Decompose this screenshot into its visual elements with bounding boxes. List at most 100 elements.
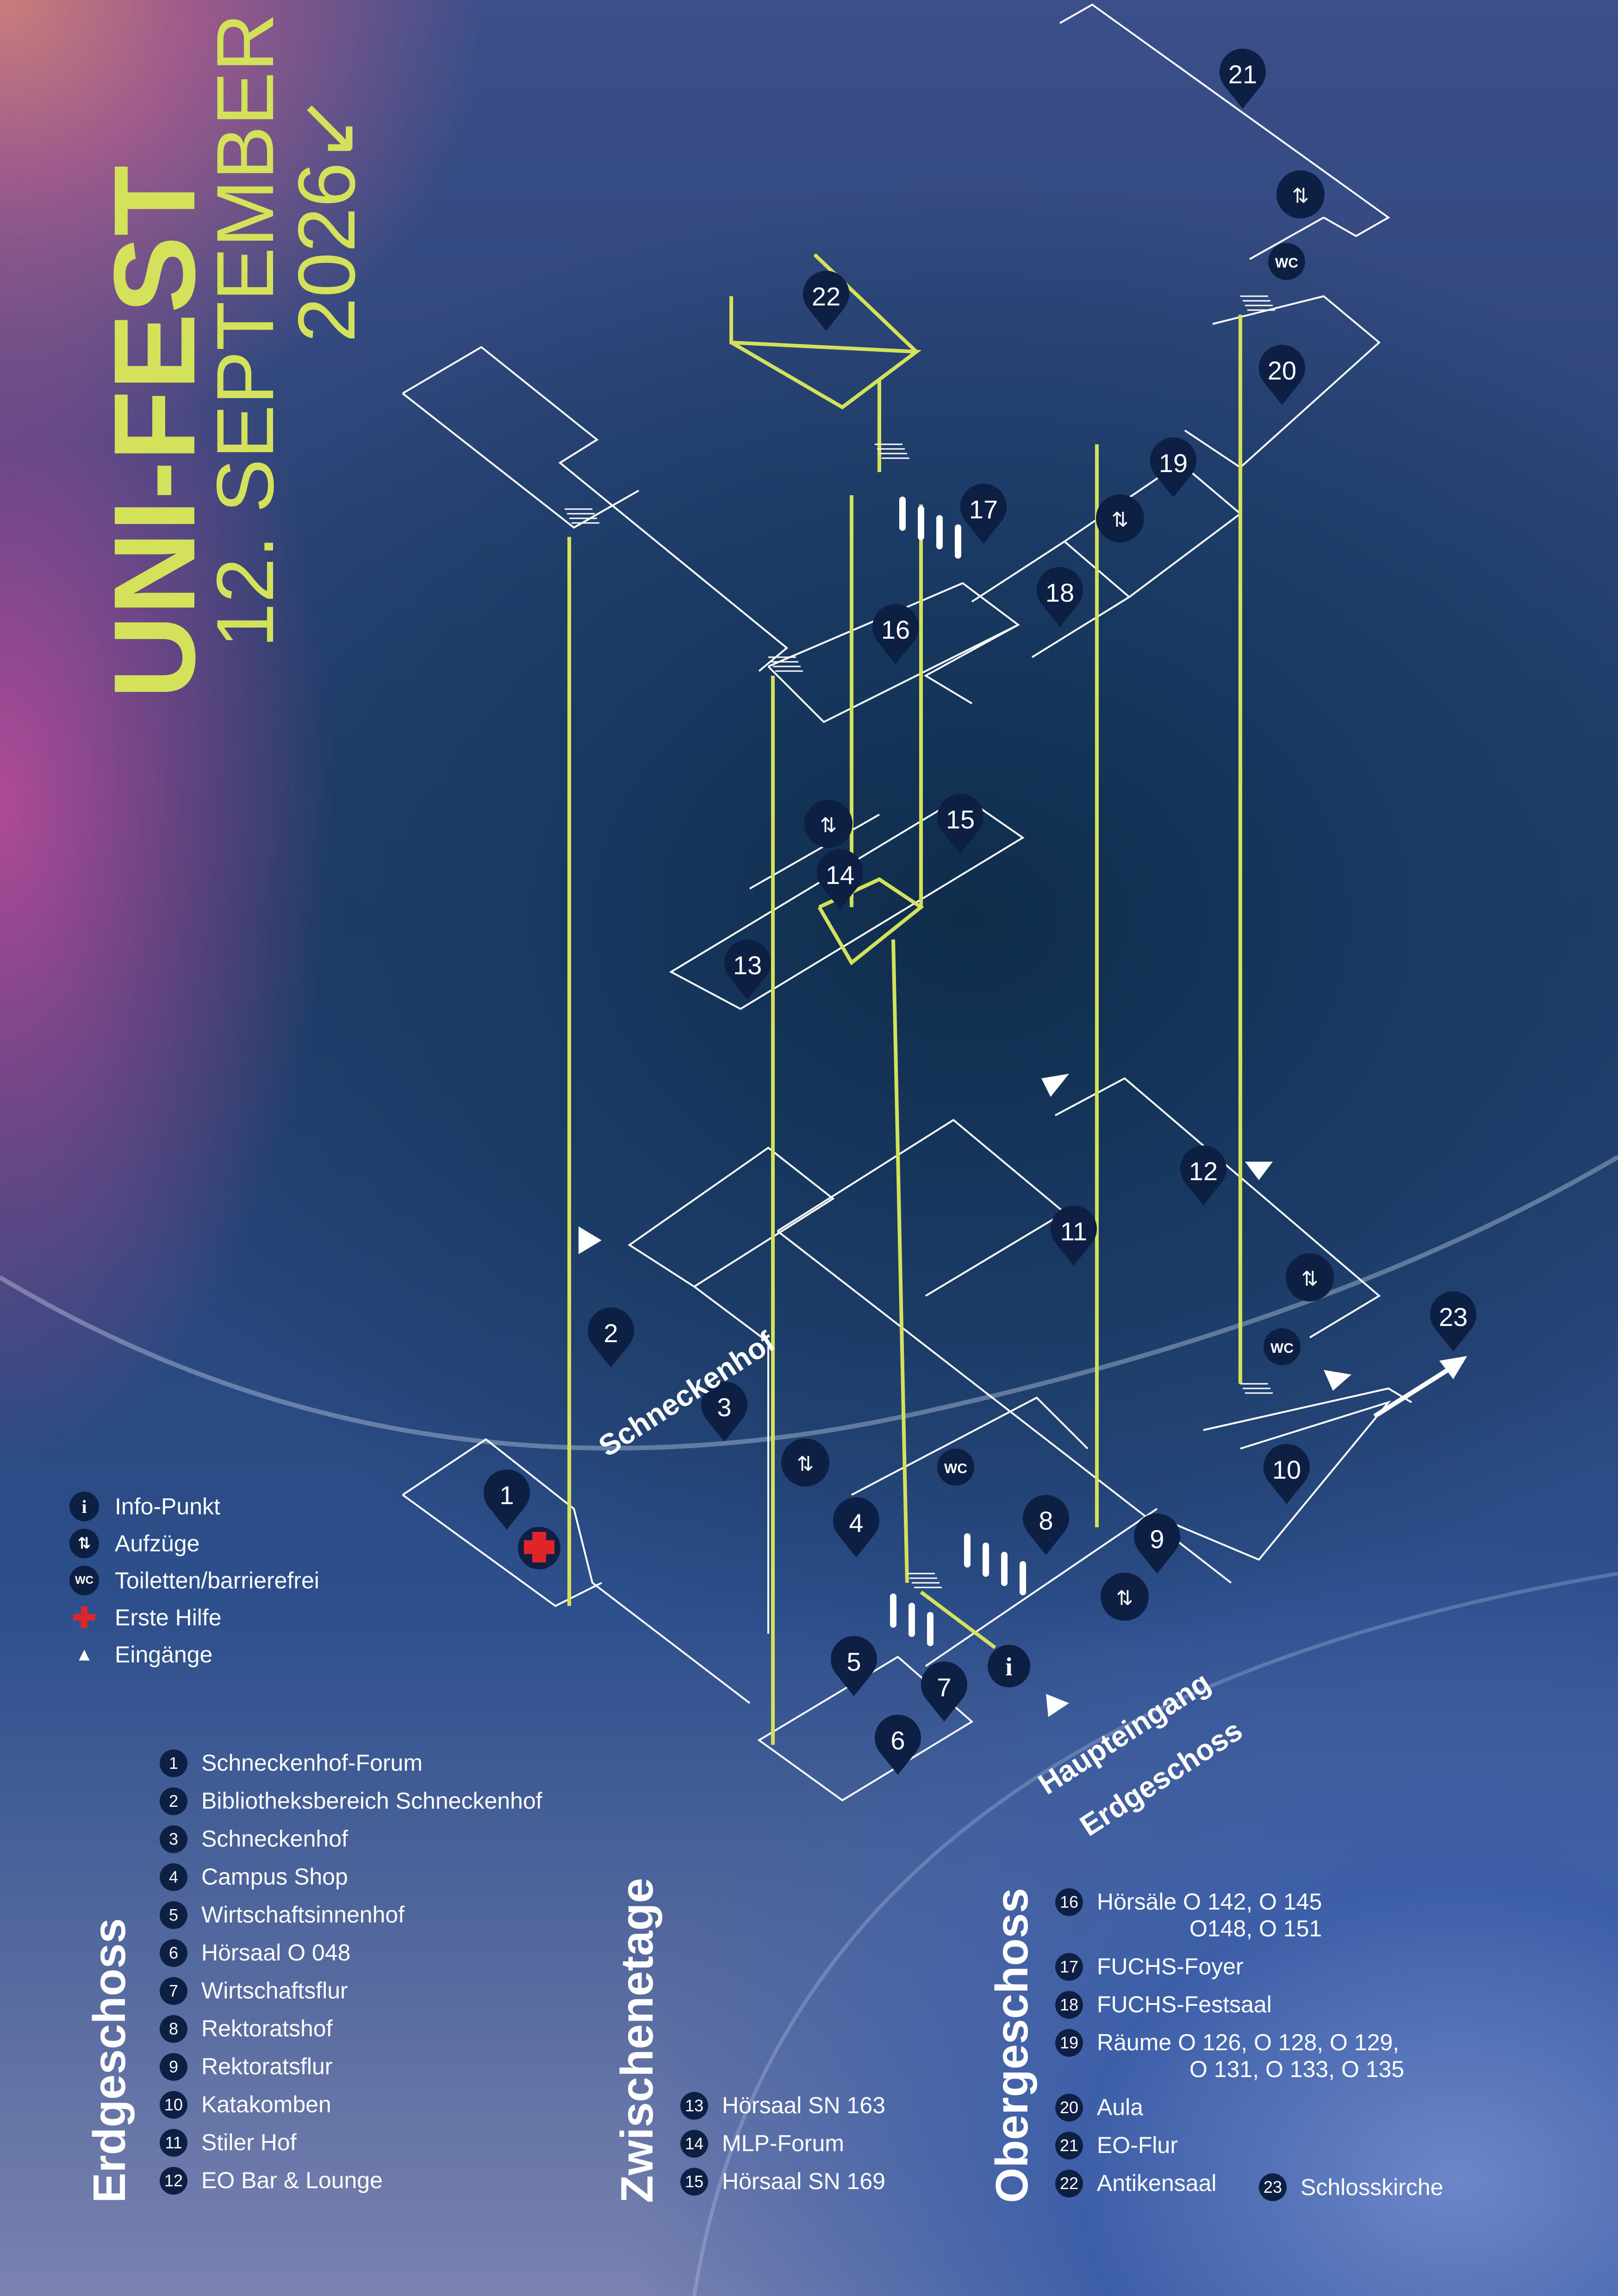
- pin-number: 14: [826, 860, 854, 890]
- list-text: MLP-Forum: [722, 2130, 844, 2157]
- pin-marker-icon: [817, 849, 863, 909]
- list-text: EO-Flur: [1097, 2132, 1178, 2159]
- list-text: FUCHS-Festsaal: [1097, 1991, 1272, 2018]
- list-label: Wirtschaftsflur: [201, 1978, 348, 2004]
- light-arc: [0, 1155, 1618, 1451]
- pin-marker-icon: [1259, 344, 1305, 405]
- list-label: Hörsaal SN 169: [722, 2168, 885, 2194]
- pin-number: 4: [849, 1508, 863, 1537]
- pin-number: 22: [812, 282, 840, 311]
- pin-number: 12: [1189, 1157, 1218, 1186]
- list-text: EO Bar & Lounge: [201, 2167, 383, 2194]
- map-pin-18: 18: [1037, 567, 1083, 627]
- pin-marker-icon: [1051, 1205, 1097, 1266]
- pin-marker-icon: [1134, 1513, 1180, 1574]
- map-pin-8: 8: [1023, 1494, 1069, 1555]
- list-text: Räume O 126, O 128, O 129,O 131, O 133, …: [1097, 2029, 1404, 2083]
- legend-item-first-aid: ✚ Erste Hilfe: [69, 1599, 319, 1636]
- pin-marker-icon: [921, 1661, 967, 1722]
- list-label: Schlosskirche: [1301, 2174, 1444, 2200]
- pin-number: 5: [846, 1647, 861, 1676]
- map-pin-4: 4: [833, 1497, 879, 1557]
- pin-number: 1: [499, 1481, 514, 1510]
- list-number: 1: [160, 1749, 187, 1777]
- stair-bars: [890, 497, 1026, 1646]
- list-text: Rektoratsflur: [201, 2053, 332, 2080]
- pin-marker-icon: [588, 1307, 634, 1368]
- legend-item-elevator: ⇅ Aufzüge: [69, 1525, 319, 1562]
- list-number: 18: [1055, 1991, 1083, 2019]
- pin-number: 17: [969, 495, 998, 524]
- pin-number: 3: [717, 1393, 731, 1422]
- list-item: 11 Stiler Hof: [160, 2129, 542, 2167]
- pin-number: 20: [1268, 356, 1296, 385]
- pin-number: 16: [881, 615, 910, 644]
- pin-marker-icon: [875, 1714, 921, 1775]
- list-label: Schneckenhof: [201, 1826, 348, 1852]
- legend-item-info: i Info-Punkt: [69, 1488, 319, 1525]
- list-text: Stiler Hof: [201, 2129, 297, 2156]
- first-aid-icon: ✚: [72, 1602, 96, 1634]
- list-number: 8: [160, 2015, 187, 2043]
- pin-marker-icon: [937, 793, 983, 854]
- schlosskirche-item: 23 Schlosskirche: [1259, 2168, 1443, 2206]
- list-number: 10: [160, 2091, 187, 2119]
- pin-number: 23: [1439, 1302, 1468, 1332]
- list-text: Hörsaal SN 169: [722, 2168, 885, 2195]
- list-text: Campus Shop: [201, 1863, 348, 1890]
- list-label: Hörsaal SN 163: [722, 2092, 885, 2118]
- legend-label: Erste Hilfe: [115, 1605, 222, 1630]
- map-pin-10: 10: [1263, 1444, 1310, 1504]
- list-number: 16: [1055, 1888, 1083, 1916]
- pin-marker-icon: [833, 1497, 879, 1557]
- legend-label: Toiletten/barrierefrei: [115, 1568, 319, 1593]
- list-number: 6: [160, 1939, 187, 1967]
- map-pin-19: 19: [1150, 437, 1196, 498]
- list-text: Aula: [1097, 2094, 1143, 2121]
- elevator-icon: ⇅: [1112, 508, 1129, 532]
- map-pin-21: 21: [1220, 49, 1266, 109]
- list-number: 11: [160, 2129, 187, 2157]
- legend-item-wc: WC Toiletten/barrierefrei: [69, 1562, 319, 1599]
- list-text: Schneckenhof: [201, 1825, 348, 1852]
- list-text: Katakomben: [201, 2091, 331, 2118]
- info-icon: i: [69, 1492, 99, 1521]
- pin-marker-icon: [484, 1469, 530, 1530]
- stairs: [565, 295, 1275, 1588]
- list-label: Katakomben: [201, 2091, 331, 2117]
- pin-number: 11: [1060, 1217, 1087, 1246]
- list-label: Hörsaal O 048: [201, 1940, 351, 1966]
- wc-icon: WC: [1270, 1341, 1294, 1356]
- pin-marker-icon: [1430, 1291, 1476, 1351]
- list-text: Hörsaal O 048: [201, 1939, 350, 1966]
- list-label: Rektoratshof: [201, 2016, 333, 2041]
- list-label: MLP-Forum: [722, 2130, 844, 2156]
- pin-number: 10: [1272, 1455, 1301, 1484]
- list-item: 10 Katakomben: [160, 2091, 542, 2129]
- pin-marker-icon: [724, 939, 771, 1000]
- list-number: 15: [680, 2168, 708, 2196]
- arrow-head: [1439, 1356, 1467, 1379]
- list-text: FUCHS-Foyer: [1097, 1953, 1244, 1980]
- pin-marker-icon: [803, 271, 849, 331]
- list-text: Schneckenhof-Forum: [201, 1749, 423, 1776]
- list-number: 20: [1055, 2094, 1083, 2122]
- pin-number: 13: [733, 951, 762, 980]
- map-pin-22: 22: [803, 271, 849, 331]
- list-number: 13: [680, 2092, 708, 2120]
- map-pin-20: 20: [1259, 344, 1305, 405]
- map-pin-3: 3: [701, 1381, 747, 1442]
- list-label: Aula: [1097, 2094, 1144, 2120]
- list-number: 19: [1055, 2029, 1083, 2057]
- info-icon: i: [1005, 1653, 1013, 1681]
- list-text: Antikensaal: [1097, 2170, 1217, 2196]
- map-pin-14: 14: [817, 849, 863, 909]
